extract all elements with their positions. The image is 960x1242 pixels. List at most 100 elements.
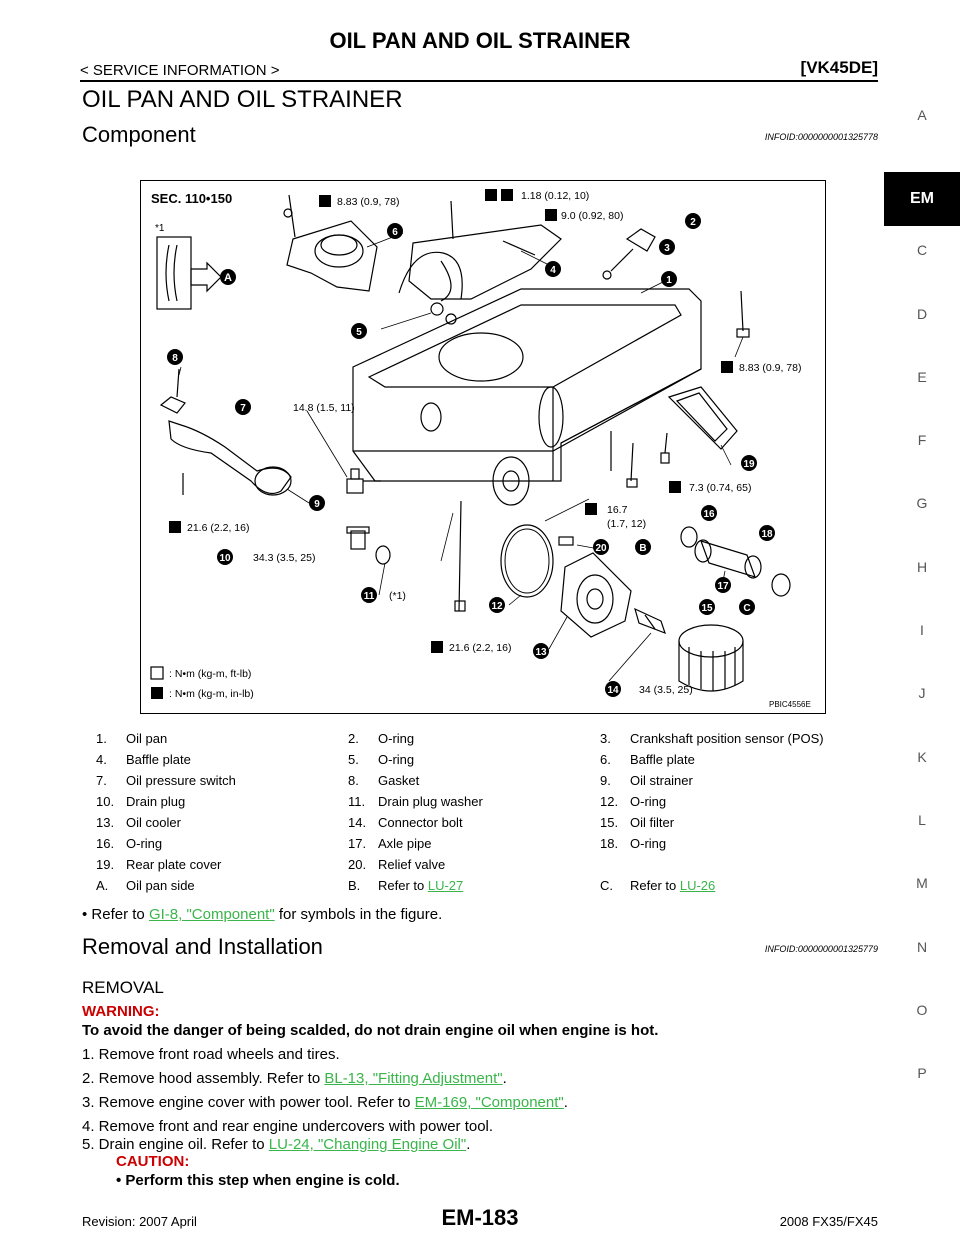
side-index-i[interactable]: I [920, 622, 924, 639]
step-4: 4. Remove front and rear engine undercov… [82, 1118, 494, 1135]
callout-12: 12 [491, 601, 503, 612]
table-row: 13.Oil cooler 14.Connector bolt 15.Oil f… [96, 815, 675, 830]
letter-a: A [224, 272, 232, 284]
detail-inset: *1 A [155, 223, 236, 310]
step-3: 3. Remove engine cover with power tool. … [82, 1094, 568, 1111]
table-row: 7.Oil pressure switch 8.Gasket 9.Oil str… [96, 773, 693, 788]
removal-infoid: INFOID:0000000001325779 [764, 944, 878, 954]
side-index-p[interactable]: P [917, 1065, 927, 1082]
torque-2: 1.18 (0.12, 10) [521, 190, 589, 202]
callout-3: 3 [664, 243, 670, 254]
torque-8: 21.6 (2.2, 16) [187, 522, 249, 534]
symbols-note: • Refer to GI-8, "Component" for symbols… [82, 906, 443, 923]
table-row: 10.Drain plug 11.Drain plug washer 12.O-… [96, 794, 667, 809]
side-index-f[interactable]: F [917, 432, 927, 449]
legend-nm-in: : N•m (kg-m, in-lb) [169, 688, 254, 700]
callout-4: 4 [550, 265, 556, 276]
removal-subheading: REMOVAL [82, 978, 164, 997]
callout-8: 8 [172, 353, 178, 364]
oil-cooler-drawing [560, 552, 632, 638]
link-gi-8-component[interactable]: GI-8, "Component" [148, 906, 275, 923]
torque-3: 9.0 (0.92, 80) [561, 210, 623, 222]
callout-19: 19 [743, 459, 755, 470]
table-row: 4.Baffle plate 5.O-ring 6.Baffle plate [96, 752, 695, 767]
sec-label: SEC. 110•150 [151, 191, 232, 206]
rear-plate-cover-drawing [660, 386, 738, 464]
side-index-h[interactable]: H [916, 558, 928, 575]
callout-17: 17 [717, 581, 729, 592]
figure-code: PBIC4556E [769, 700, 811, 709]
oil-strainer-drawing [159, 368, 292, 496]
callout-11: 11 [364, 591, 375, 602]
callout-2: 2 [690, 217, 696, 228]
star-note: *1 [155, 223, 165, 234]
page-heading: OIL PAN AND OIL STRAINER [82, 86, 403, 113]
step-2: 2. Remove hood assembly. Refer to BL-13,… [82, 1070, 507, 1087]
torque-5: 14.8 (1.5, 11) [293, 402, 355, 414]
header-section: < SERVICE INFORMATION > [80, 62, 280, 79]
callout-10: 10 [219, 553, 231, 564]
side-index-n[interactable]: N [916, 938, 928, 955]
removal-installation-heading: Removal and Installation [82, 934, 323, 959]
side-index-c[interactable]: C [916, 242, 928, 259]
callout-13: 13 [535, 647, 547, 658]
callout-16: 16 [703, 509, 715, 520]
table-row: A.Oil pan side B. Refer to LU-27 C. Refe… [96, 878, 716, 893]
table-row: 16.O-ring 17.Axle pipe 18.O-ring [96, 836, 667, 851]
side-index-j[interactable]: J [918, 685, 926, 702]
o-ring-12-drawing [500, 524, 554, 598]
baffle-plate-4-drawing [408, 200, 562, 302]
parts-table: 1.Oil pan 2.O-ring 3.Crankshaft position… [96, 728, 852, 896]
footer-page-number: EM-183 [441, 1205, 519, 1230]
torque-9: 34.3 (3.5, 25) [253, 552, 315, 564]
link-lu-26[interactable]: LU-26 [679, 878, 716, 893]
drain-plug-drawing [346, 526, 391, 565]
side-index-a[interactable]: A [917, 107, 927, 123]
letter-b: B [639, 543, 646, 554]
caution-item: • Perform this step when engine is cold. [116, 1172, 400, 1189]
footer-model: 2008 FX35/FX45 [779, 1214, 878, 1229]
callout-1: 1 [666, 275, 672, 286]
callout-15: 15 [701, 603, 713, 614]
torque-4: 8.83 (0.9, 78) [739, 362, 801, 374]
baffle-plate-6-drawing [283, 194, 378, 292]
torque-7b: (1.7, 12) [607, 518, 646, 530]
oil-filter-drawing [678, 624, 744, 692]
callout-5: 5 [356, 327, 362, 338]
star-note-ref: (*1) [389, 590, 406, 602]
side-index-k[interactable]: K [917, 748, 927, 765]
exploded-diagram: SEC. 110•150 *1 A [140, 180, 826, 714]
torque-7a: 16.7 [607, 504, 628, 516]
side-index-em[interactable]: EM [884, 172, 960, 227]
side-index-d[interactable]: D [916, 305, 928, 322]
side-index-e[interactable]: E [917, 368, 927, 385]
oil-pan-drawing [352, 288, 702, 506]
header-title: OIL PAN AND OIL STRAINER [329, 28, 631, 53]
link-lu-27[interactable]: LU-27 [427, 878, 464, 893]
torque-1: 8.83 (0.9, 78) [337, 196, 399, 208]
side-index-m[interactable]: M [916, 875, 928, 892]
side-index-l[interactable]: L [918, 811, 926, 828]
step-1: 1. Remove front road wheels and tires. [82, 1046, 340, 1063]
torque-10: 21.6 (2.2, 16) [449, 642, 511, 654]
caution-label: CAUTION: [116, 1153, 190, 1170]
footer-revision: Revision: 2007 April [82, 1214, 197, 1229]
callout-6: 6 [392, 227, 398, 238]
header-engine: [VK45DE] [800, 58, 878, 77]
axle-pipe-drawing [558, 526, 791, 597]
side-index: A EM C D E F G H I J K L M N O P [884, 100, 960, 1121]
side-index-g[interactable]: G [916, 495, 928, 512]
callout-14: 14 [607, 685, 619, 696]
table-row: 1.Oil pan 2.O-ring 3.Crankshaft position… [96, 731, 824, 746]
component-heading: Component [82, 122, 196, 147]
torque-6: 7.3 (0.74, 65) [689, 482, 751, 494]
table-row: 19.Rear plate cover 20.Relief valve [96, 857, 446, 872]
link-em-169[interactable]: EM-169, "Component" [414, 1094, 564, 1111]
link-lu-24[interactable]: LU-24, "Changing Engine Oil" [268, 1136, 467, 1153]
connector-bolt-drawing [634, 607, 666, 635]
side-index-o[interactable]: O [916, 1001, 928, 1018]
torque-11: 34 (3.5, 25) [639, 684, 693, 696]
link-bl-13[interactable]: BL-13, "Fitting Adjustment" [324, 1070, 503, 1087]
callout-18: 18 [761, 529, 773, 540]
warning-text: To avoid the danger of being scalded, do… [82, 1022, 659, 1039]
